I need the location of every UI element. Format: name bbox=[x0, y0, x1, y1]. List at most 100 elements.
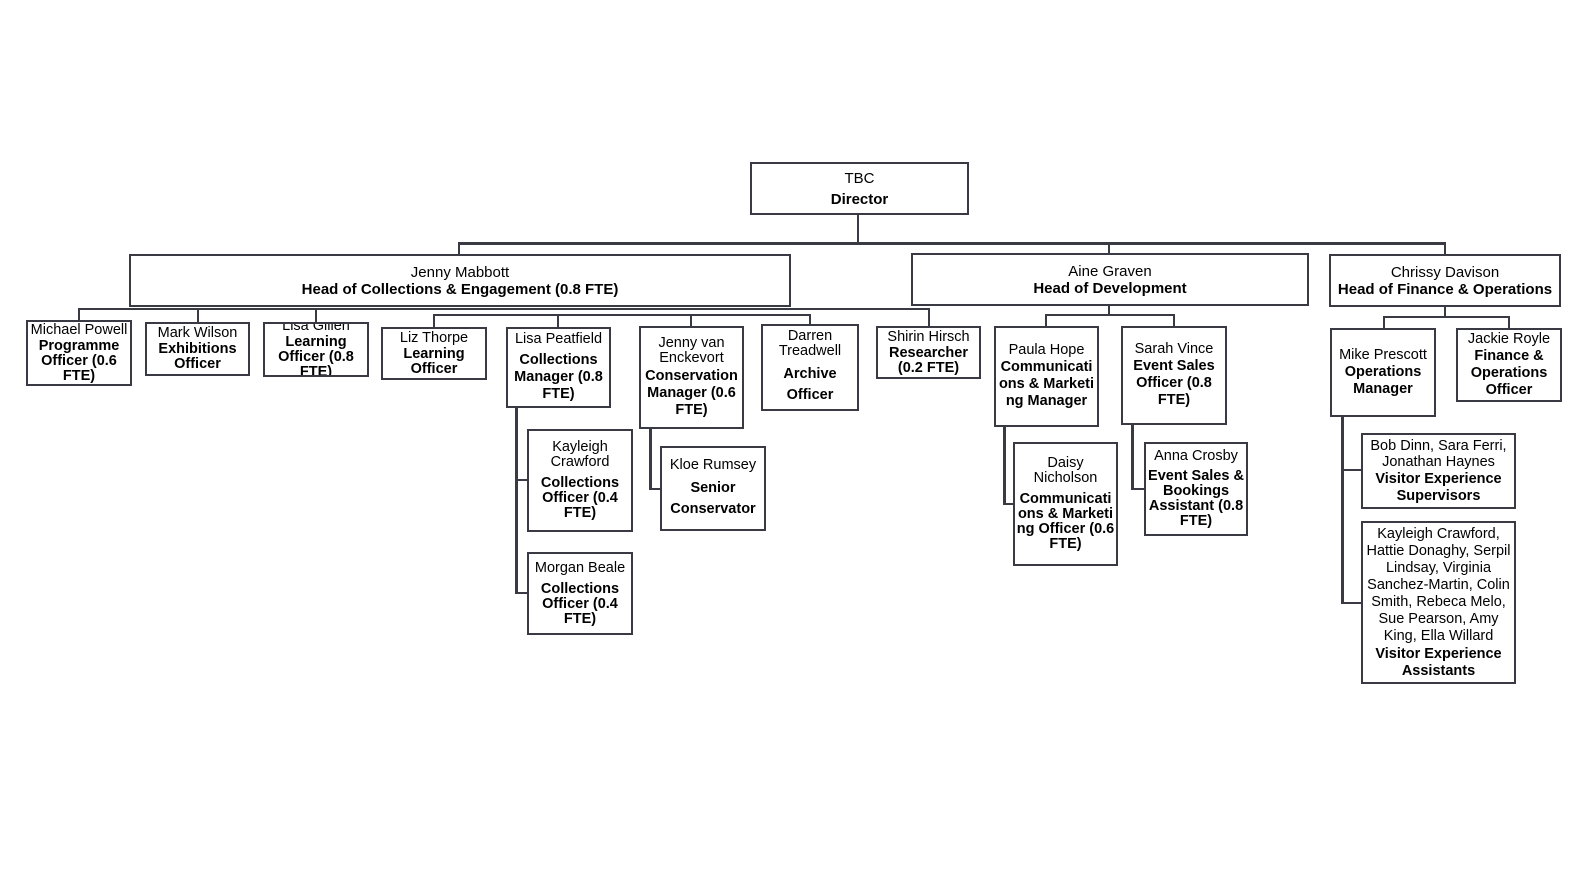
staff-box-jackie-royle[interactable]: Jackie Royle Finance & Operations Office… bbox=[1456, 328, 1562, 402]
job-title: Director bbox=[830, 190, 889, 208]
staff-box-liz-thorpe[interactable]: Liz Thorpe Learning Officer bbox=[381, 327, 487, 380]
connector-line bbox=[1444, 306, 1446, 318]
person-name: Liz Thorpe bbox=[399, 329, 469, 346]
person-name: Michael Powell bbox=[30, 321, 128, 338]
staff-box-jenny-van-enckevort[interactable]: Jenny van Enckevort Conservation Manager… bbox=[639, 326, 744, 429]
job-title: Head of Collections & Engagement (0.8 FT… bbox=[301, 280, 619, 298]
person-name: Lisa Gillen bbox=[282, 322, 350, 334]
connector-line bbox=[78, 308, 80, 320]
connector-line bbox=[649, 488, 661, 490]
job-title: Conservation Manager (0.6 FTE) bbox=[645, 368, 738, 418]
job-title: Learning Officer bbox=[403, 345, 465, 377]
connector-line bbox=[809, 314, 811, 325]
job-title: Head of Finance & Operations bbox=[1337, 280, 1553, 298]
connector-line bbox=[857, 214, 859, 245]
connector-line bbox=[1045, 314, 1175, 316]
person-name: Daisy Nicholson bbox=[1033, 455, 1098, 486]
staff-box-michael-powell[interactable]: Michael Powell Programme Officer (0.6 FT… bbox=[26, 320, 132, 386]
job-title: Exhibitions Officer bbox=[158, 341, 237, 372]
person-name: Bob Dinn, Sara Ferri, Jonathan Haynes bbox=[1370, 437, 1507, 470]
person-name: Mike Prescott bbox=[1339, 346, 1427, 363]
staff-box-sarah-vince[interactable]: Sarah Vince Event Sales Officer (0.8 FTE… bbox=[1121, 326, 1227, 425]
staff-box-morgan-beale[interactable]: Morgan Beale Collections Officer (0.4 FT… bbox=[527, 552, 633, 635]
director-box[interactable]: TBC Director bbox=[750, 162, 969, 215]
staff-box-kayleigh-crawford[interactable]: Kayleigh Crawford Collections Officer (0… bbox=[527, 429, 633, 532]
staff-box-mark-wilson[interactable]: Mark Wilson Exhibitions Officer bbox=[145, 322, 250, 376]
job-title: Archive Officer bbox=[783, 366, 837, 403]
job-title: Communications & Marketing Officer (0.6 … bbox=[1016, 491, 1115, 552]
connector-line bbox=[557, 314, 559, 327]
connector-line bbox=[1003, 503, 1014, 505]
staff-box-kloe-rumsey[interactable]: Kloe Rumsey Senior Conservator bbox=[660, 446, 766, 531]
staff-box-mike-prescott[interactable]: Mike Prescott Operations Manager bbox=[1330, 328, 1436, 417]
job-title: Event Sales & Bookings Assistant (0.8 FT… bbox=[1148, 468, 1244, 529]
job-title: Operations Manager bbox=[1344, 363, 1422, 397]
person-name: Anna Crosby bbox=[1154, 448, 1238, 464]
staff-box-lisa-peatfield[interactable]: Lisa Peatfield Collections Manager (0.8 … bbox=[506, 327, 611, 408]
connector-line bbox=[649, 428, 652, 490]
connector-line bbox=[1341, 469, 1363, 471]
person-name: Aine Graven bbox=[1068, 262, 1152, 280]
head-development-box[interactable]: Aine Graven Head of Development bbox=[911, 253, 1309, 306]
connector-line bbox=[433, 314, 435, 327]
job-title: Senior Conservator bbox=[670, 479, 756, 517]
connector-line bbox=[458, 242, 460, 255]
staff-box-visitor-experience-supervisors[interactable]: Bob Dinn, Sara Ferri, Jonathan Haynes Vi… bbox=[1361, 433, 1516, 509]
job-title: Programme Officer (0.6 FTE) bbox=[38, 337, 120, 384]
staff-box-shirin-hirsch[interactable]: Shirin Hirsch Researcher (0.2 FTE) bbox=[876, 326, 981, 379]
job-title: Finance & Operations Officer bbox=[1470, 347, 1548, 398]
job-title: Visitor Experience Supervisors bbox=[1375, 470, 1502, 504]
staff-box-daisy-nicholson[interactable]: Daisy Nicholson Communications & Marketi… bbox=[1013, 442, 1118, 566]
job-title: Learning Officer (0.8 FTE) bbox=[278, 334, 354, 377]
connector-line bbox=[928, 308, 930, 326]
staff-box-darren-treadwell[interactable]: Darren Treadwell Archive Officer bbox=[761, 324, 859, 411]
person-name: Jenny van Enckevort bbox=[658, 335, 725, 366]
person-name: Lisa Peatfield bbox=[514, 331, 603, 347]
person-name: Shirin Hirsch bbox=[887, 328, 970, 345]
person-name: Paula Hope bbox=[1008, 342, 1085, 358]
connector-line bbox=[1108, 305, 1110, 315]
connector-line bbox=[1045, 314, 1047, 327]
connector-line bbox=[1383, 316, 1385, 329]
job-title: Visitor Experience Assistants bbox=[1375, 645, 1502, 679]
connector-line bbox=[1444, 242, 1446, 255]
staff-box-anna-crosby[interactable]: Anna Crosby Event Sales & Bookings Assis… bbox=[1144, 442, 1248, 536]
connector-line bbox=[1108, 242, 1110, 255]
connector-line bbox=[1131, 488, 1145, 490]
person-name: Kayleigh Crawford, Hattie Donaghy, Serpi… bbox=[1366, 525, 1511, 644]
person-name: Chrissy Davison bbox=[1390, 263, 1500, 281]
connector-line bbox=[197, 308, 199, 323]
head-collections-box[interactable]: Jenny Mabbott Head of Collections & Enga… bbox=[129, 254, 791, 307]
person-name: TBC bbox=[844, 169, 875, 187]
person-name: Morgan Beale bbox=[534, 559, 626, 576]
staff-box-visitor-experience-assistants[interactable]: Kayleigh Crawford, Hattie Donaghy, Serpi… bbox=[1361, 521, 1516, 684]
job-title: Communications & Marketing Manager bbox=[998, 359, 1095, 409]
connector-line bbox=[515, 592, 529, 594]
connector-line bbox=[1508, 316, 1510, 329]
connector-line bbox=[515, 407, 518, 594]
connector-line bbox=[1341, 602, 1363, 604]
job-title: Head of Development bbox=[1033, 279, 1187, 297]
head-finance-box[interactable]: Chrissy Davison Head of Finance & Operat… bbox=[1329, 254, 1561, 307]
connector-line bbox=[1131, 423, 1134, 490]
job-title: Researcher (0.2 FTE) bbox=[889, 344, 968, 376]
person-name: Sarah Vince bbox=[1134, 341, 1214, 357]
connector-line bbox=[315, 308, 317, 323]
job-title: Collections Officer (0.4 FTE) bbox=[540, 580, 620, 627]
staff-box-paula-hope[interactable]: Paula Hope Communications & Marketing Ma… bbox=[994, 326, 1099, 427]
connector-line bbox=[78, 308, 930, 310]
connector-line bbox=[458, 242, 1446, 245]
connector-line bbox=[515, 479, 529, 481]
person-name: Darren Treadwell bbox=[778, 328, 842, 359]
person-name: Jenny Mabbott bbox=[410, 263, 510, 281]
connector-line bbox=[690, 314, 692, 327]
staff-box-lisa-gillen[interactable]: Lisa Gillen Learning Officer (0.8 FTE) bbox=[263, 322, 369, 377]
person-name: Mark Wilson bbox=[157, 325, 238, 341]
person-name: Jackie Royle bbox=[1467, 330, 1551, 347]
connector-line bbox=[433, 314, 811, 316]
person-name: Kloe Rumsey bbox=[669, 456, 757, 473]
person-name: Kayleigh Crawford bbox=[550, 439, 610, 470]
job-title: Collections Manager (0.8 FTE) bbox=[514, 352, 603, 402]
connector-line bbox=[1003, 425, 1006, 505]
